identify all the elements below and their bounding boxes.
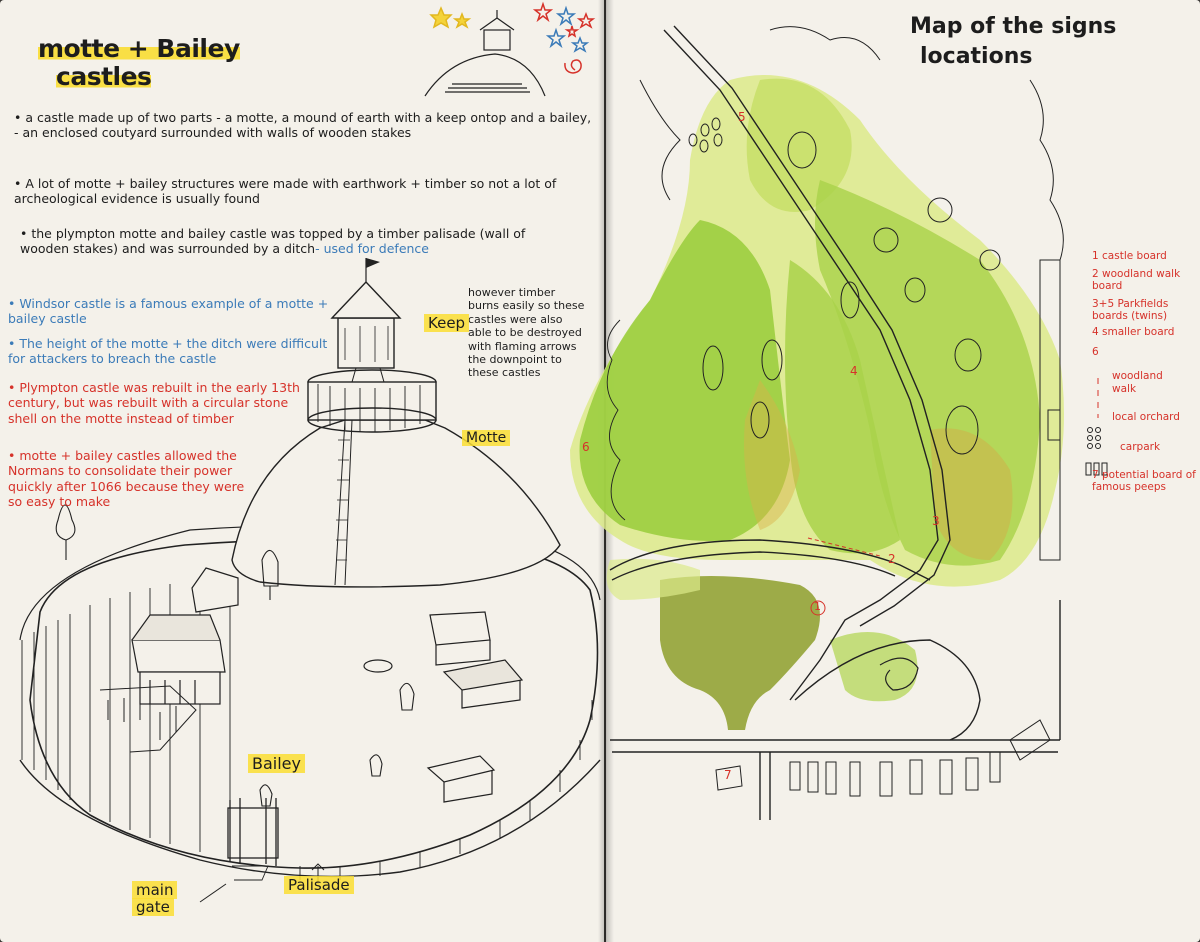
legend-item-woodland-walk: woodland walk [1112,370,1163,395]
map-number-6: 6 [582,440,590,454]
note-evidence: • A lot of motte + bailey structures wer… [14,176,557,207]
note-rebuilt: • Plympton castle was rebuilt in the ear… [8,380,300,426]
note-plympton: • the plympton motte and bailey castle w… [20,226,526,257]
label-palisade: Palisade [284,876,354,894]
map-title-line2: locations [920,44,1033,69]
legend-item-castle-board: 1 castle board [1092,250,1167,262]
label-motte: Motte [462,430,511,447]
mini-motte-doodle [424,10,546,97]
map-number-circle-1 [810,600,826,616]
star-doodles [429,1,596,74]
map-number-1: 1 [814,600,821,613]
label-keep: Keep [424,314,470,332]
note-ditch-defence: - used for defence [315,241,429,257]
note-definition: • a castle made up of two parts - a mott… [14,110,592,141]
legend-item-woodland-walk-board: 2 woodland walk board [1092,268,1181,293]
map-legend: 1 castle board 2 woodland walk board 3+5… [1092,250,1198,493]
main-gate [199,798,325,903]
legend-item-6: 6 [1092,346,1099,359]
page-title-line1: motte + Bailey [38,34,240,63]
map-number-3: 3 [932,514,940,528]
bailey-fences [99,685,197,753]
bailey-buildings [131,567,524,803]
legend-item-local-orchard: local orchard [1112,410,1180,423]
note-windsor: • Windsor castle is a famous example of … [8,296,329,327]
map-title-line1: Map of the signs [910,14,1117,39]
map-number-2: 2 [888,552,896,566]
map-number-7: 7 [724,768,732,782]
legend-item-smaller-board: 4 smaller board [1092,326,1175,339]
note-normans: • motte + bailey castles allowed the Nor… [8,448,245,509]
keep-tower [307,258,437,433]
map-number-4: 4 [850,364,858,378]
legend-item-parkfields-boards: 3+5 Parkfields boards (twins) [1092,298,1169,323]
motte-mound [231,419,561,588]
map-woodland-wash [570,75,1064,730]
map-paths [609,25,1061,820]
note-height: • The height of the motte + the ditch we… [8,336,328,367]
trees [55,504,415,807]
legend-icons [1085,378,1108,476]
label-main-gate: main gate [132,881,178,916]
legend-item-carpark: carpark [1120,440,1161,453]
page-title-line2: castles [56,62,152,91]
map-tree-outlines [606,26,1064,797]
map-number-5: 5 [738,110,746,124]
legend-item-potential-board: 7 potential board of famous peeps [1092,468,1196,493]
label-bailey: Bailey [248,754,305,774]
note-timber-burns: however timber burns easily so these cas… [468,286,585,380]
